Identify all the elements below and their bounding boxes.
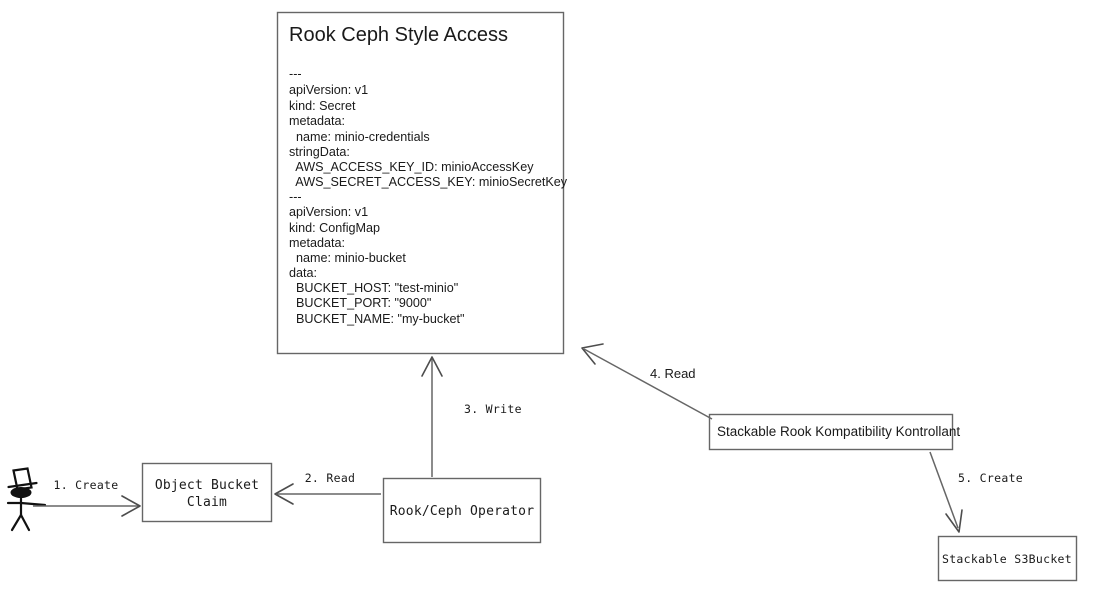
spec-code-line: AWS_SECRET_ACCESS_KEY: minioSecretKey [289,175,568,189]
spec-code-line: name: minio-bucket [289,251,406,265]
node-spec-box[interactable]: Rook Ceph Style Access --- apiVersion: v… [276,11,568,355]
node-stackable-s3bucket[interactable]: Stackable S3Bucket [937,535,1078,582]
spec-code-line: BUCKET_NAME: "my-bucket" [289,312,465,326]
actor-leg-left-icon [10,513,23,532]
s3bucket-label: Stackable S3Bucket [942,552,1072,566]
hat-brim-icon [7,481,38,489]
actor-arm-right-icon [19,501,47,507]
edge-4-read: 4. Read [581,343,713,420]
spec-code-line: metadata: [289,236,345,250]
edge-4-label: 4. Read [650,366,696,381]
node-object-bucket-claim[interactable]: Object Bucket Claim [141,462,273,523]
edge-1-arrowhead-icon [121,495,141,517]
edge-2-arrowhead-icon [274,483,294,505]
edge-3-arrowhead-icon [421,356,443,377]
edge-2-read: 2. Read [274,471,381,505]
spec-code-line: kind: ConfigMap [289,221,380,235]
spec-box-heading: Rook Ceph Style Access [289,24,508,46]
edge-4-arrowhead-icon [581,343,604,365]
actor-head-icon [10,487,32,498]
spec-code-line: --- [289,67,302,81]
spec-code-line: name: minio-credentials [289,130,430,144]
spec-code-line: data: [289,266,317,280]
edge-3-write: 3. Write [421,356,522,477]
obc-rect [141,462,273,523]
edge-2-label: 2. Read [305,471,356,485]
edge-5-line [929,451,959,529]
operator-rect [382,477,542,544]
operator-label: Rook/Ceph Operator [390,504,534,519]
edge-5-label: 5. Create [958,471,1023,485]
spec-code-line: apiVersion: v1 [289,205,368,219]
spec-code-line: kind: Secret [289,99,356,113]
spec-code-line: BUCKET_PORT: "9000" [289,296,431,310]
node-rook-ceph-operator[interactable]: Rook/Ceph Operator [382,477,542,544]
edge-4-line [583,348,713,420]
spec-code-line: metadata: [289,114,345,128]
node-srkk[interactable]: Stackable Rook Kompatibility Kontrollant [708,413,961,451]
obc-label-line1: Object Bucket [155,478,259,493]
spec-code-line: AWS_ACCESS_KEY_ID: minioAccessKey [289,160,534,174]
edge-1-label: 1. Create [53,478,118,492]
obc-label-line2: Claim [187,495,227,510]
user-actor[interactable] [6,467,47,532]
s3bucket-rect [937,535,1078,582]
top-hat-icon [12,467,33,491]
spec-box-rect [276,11,565,355]
edge-5-arrowhead-icon [945,509,963,533]
edge-5-create: 5. Create [929,451,1023,533]
spec-code-line: stringData: [289,145,350,159]
spec-code-line: apiVersion: v1 [289,83,368,97]
spec-code-line: --- [289,190,302,204]
srkk-rect [708,413,954,451]
edge-1-create: 1. Create [33,478,141,517]
edge-3-label: 3. Write [464,402,522,416]
spec-code-line: BUCKET_HOST: "test-minio" [289,281,458,295]
srkk-label: Stackable Rook Kompatibility Kontrollant [717,424,960,439]
actor-leg-right-icon [19,513,31,532]
